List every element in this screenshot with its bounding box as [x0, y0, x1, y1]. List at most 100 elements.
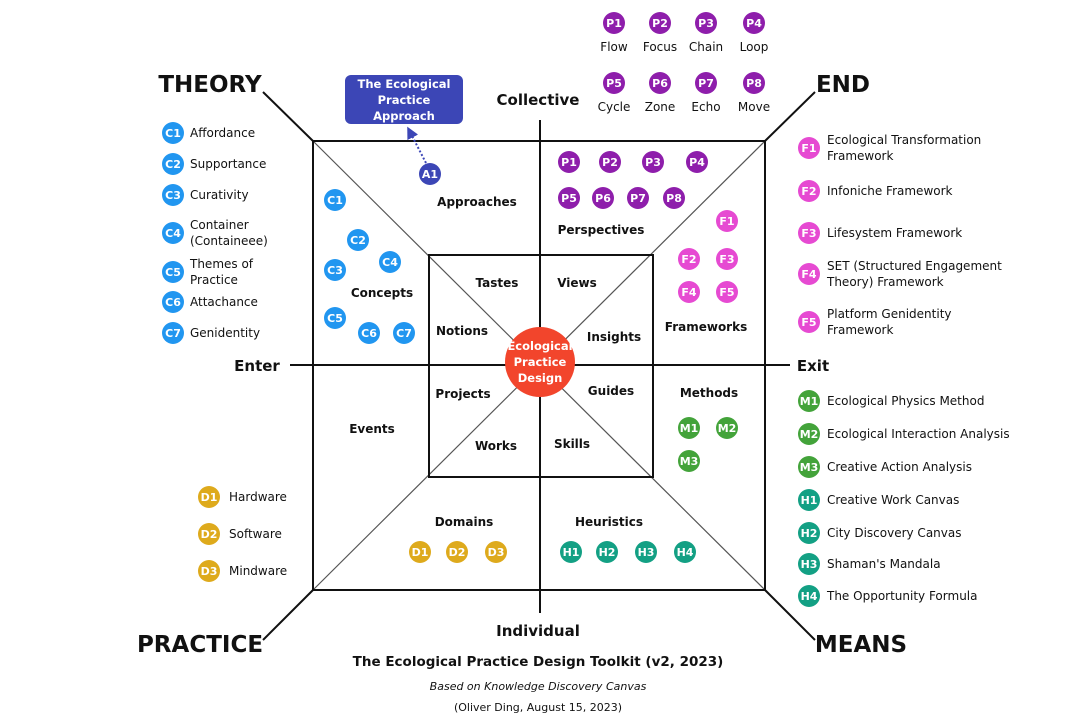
method-badge: M3: [678, 450, 700, 472]
perspective-badge: P5: [558, 187, 580, 209]
legend-label: City Discovery Canvas: [827, 526, 962, 540]
legend-badge: C6: [162, 291, 184, 313]
approache-badge: A1: [419, 163, 441, 185]
legend-label: Chain: [688, 40, 724, 54]
legend-badge: P3: [695, 12, 717, 34]
concept-badge: C5: [324, 307, 346, 329]
legend-label: Container (Containeee): [190, 218, 268, 248]
legend-badge: D2: [198, 523, 220, 545]
legend-label: Shaman's Mandala: [827, 557, 941, 571]
legend-label: Lifesystem Framework: [827, 226, 963, 240]
framework-badge: F2: [678, 248, 700, 270]
inner-notions: Notions: [435, 324, 489, 338]
legend-badge: F5: [798, 311, 820, 333]
corner-practice: PRACTICE: [136, 632, 264, 658]
center-circle: Ecological Practice Design: [505, 327, 575, 397]
inner-works: Works: [474, 439, 518, 453]
domain-badge: D1: [409, 541, 431, 563]
legend-badge: M3: [798, 456, 820, 478]
concept-badge: C2: [347, 229, 369, 251]
legend-label: Platform Genidentity Framework: [827, 307, 952, 337]
perspective-badge: P4: [686, 151, 708, 173]
perspective-badge: P1: [558, 151, 580, 173]
domain-badge: D3: [485, 541, 507, 563]
region-frameworks: Frameworks: [664, 320, 748, 334]
legend-label: Zone: [644, 100, 676, 114]
legend-label: Move: [737, 100, 771, 114]
legend-label: Supportance: [190, 157, 267, 171]
axis-exit: Exit: [796, 357, 830, 375]
legend-label: Creative Action Analysis: [827, 460, 972, 474]
corner-means: MEANS: [814, 632, 908, 658]
region-methods: Methods: [679, 386, 739, 400]
perspective-badge: P2: [599, 151, 621, 173]
legend-label: Software: [229, 527, 282, 541]
legend-badge: F1: [798, 137, 820, 159]
method-badge: M2: [716, 417, 738, 439]
region-approaches: Approaches: [437, 195, 517, 209]
perspective-badge: P7: [627, 187, 649, 209]
legend-badge: D1: [198, 486, 220, 508]
legend-badge: P5: [603, 72, 625, 94]
inner-skills: Skills: [553, 437, 591, 451]
legend-badge: M1: [798, 390, 820, 412]
legend-badge: C5: [162, 261, 184, 283]
legend-label: Flow: [600, 40, 628, 54]
axis-enter: Enter: [234, 357, 280, 375]
legend-badge: P2: [649, 12, 671, 34]
legend-label: Ecological Transformation Framework: [827, 133, 982, 163]
legend-badge: H2: [798, 522, 820, 544]
legend-label: Creative Work Canvas: [827, 493, 960, 507]
region-perspectives: Perspectives: [557, 223, 645, 237]
inner-tastes: Tastes: [475, 276, 519, 290]
framework-badge: F5: [716, 281, 738, 303]
framework-badge: F1: [716, 210, 738, 232]
perspective-badge: P6: [592, 187, 614, 209]
method-badge: M1: [678, 417, 700, 439]
footer-subtitle: Based on Knowledge Discovery Canvas: [429, 680, 647, 693]
legend-badge: F4: [798, 263, 820, 285]
concept-badge: C1: [324, 189, 346, 211]
corner-end: END: [815, 72, 871, 98]
legend-label: Themes of Practice: [190, 257, 254, 287]
region-domains: Domains: [434, 515, 494, 529]
legend-badge: P4: [743, 12, 765, 34]
legend-label: Infoniche Framework: [827, 184, 953, 198]
corner-theory: THEORY: [158, 72, 262, 98]
legend-badge: C1: [162, 122, 184, 144]
legend-badge: P1: [603, 12, 625, 34]
legend-label: Loop: [739, 40, 769, 54]
legend-label: Mindware: [229, 564, 288, 578]
framework-badge: F3: [716, 248, 738, 270]
legend-badge: M2: [798, 423, 820, 445]
inner-views: Views: [557, 276, 597, 290]
legend-badge: D3: [198, 560, 220, 582]
perspective-badge: P3: [642, 151, 664, 173]
legend-label: Cycle: [597, 100, 631, 114]
heuristic-badge: H4: [674, 541, 696, 563]
region-events: Events: [349, 422, 395, 436]
legend-label: Ecological Interaction Analysis: [827, 427, 1010, 441]
legend-label: Affordance: [190, 126, 256, 140]
legend-badge: C7: [162, 322, 184, 344]
approach-arrow: [407, 126, 427, 164]
legend-label: Attachance: [190, 295, 258, 309]
legend-badge: C4: [162, 222, 184, 244]
legend-badge: H4: [798, 585, 820, 607]
legend-badge: C2: [162, 153, 184, 175]
legend-badge: F3: [798, 222, 820, 244]
legend-label: The Opportunity Formula: [827, 589, 978, 603]
concept-badge: C3: [324, 259, 346, 281]
heuristic-badge: H2: [596, 541, 618, 563]
axis-collective: Collective: [496, 91, 580, 109]
concept-badge: C7: [393, 322, 415, 344]
concept-badge: C6: [358, 322, 380, 344]
legend-badge: H1: [798, 489, 820, 511]
legend-badge: C3: [162, 184, 184, 206]
region-concepts: Concepts: [350, 286, 414, 300]
perspective-badge: P8: [663, 187, 685, 209]
framework-badge: F4: [678, 281, 700, 303]
legend-badge: H3: [798, 553, 820, 575]
legend-label: Curativity: [190, 188, 249, 202]
